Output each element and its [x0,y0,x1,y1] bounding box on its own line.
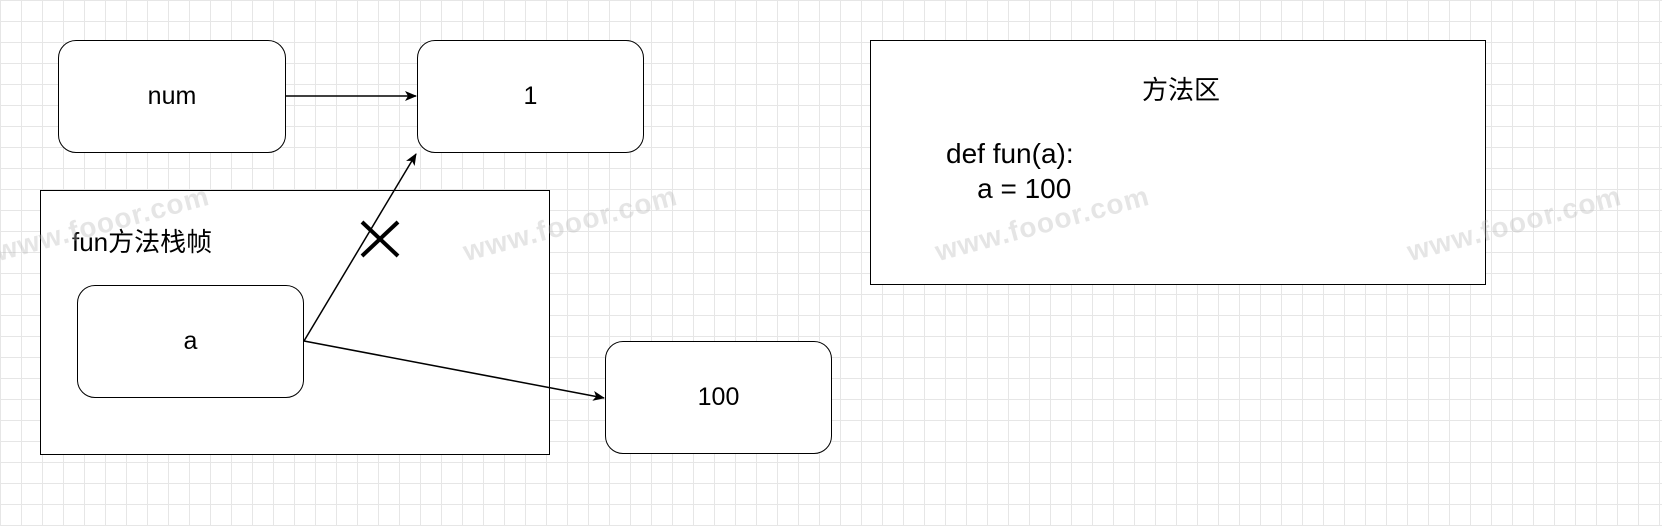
node-value-100: 100 [605,341,832,454]
method-area-container [870,40,1486,285]
node-a-label: a [183,327,198,355]
arrow-a-to-1 [303,153,417,342]
cross-mark-icon [360,220,400,258]
node-a: a [77,285,304,398]
method-area-title: 方法区 [1142,75,1221,105]
node-num: num [58,40,286,153]
arrow-a-to-100 [303,340,605,401]
node-value-1: 1 [417,40,644,153]
method-area-code-line-2: a = 100 [946,173,1072,204]
node-value-1-label: 1 [523,82,538,110]
node-value-100-label: 100 [697,383,740,411]
stack-frame-title: fun方法栈帧 [72,227,213,257]
method-area-code-line-1: def fun(a): [946,138,1074,169]
node-num-label: num [147,82,197,110]
